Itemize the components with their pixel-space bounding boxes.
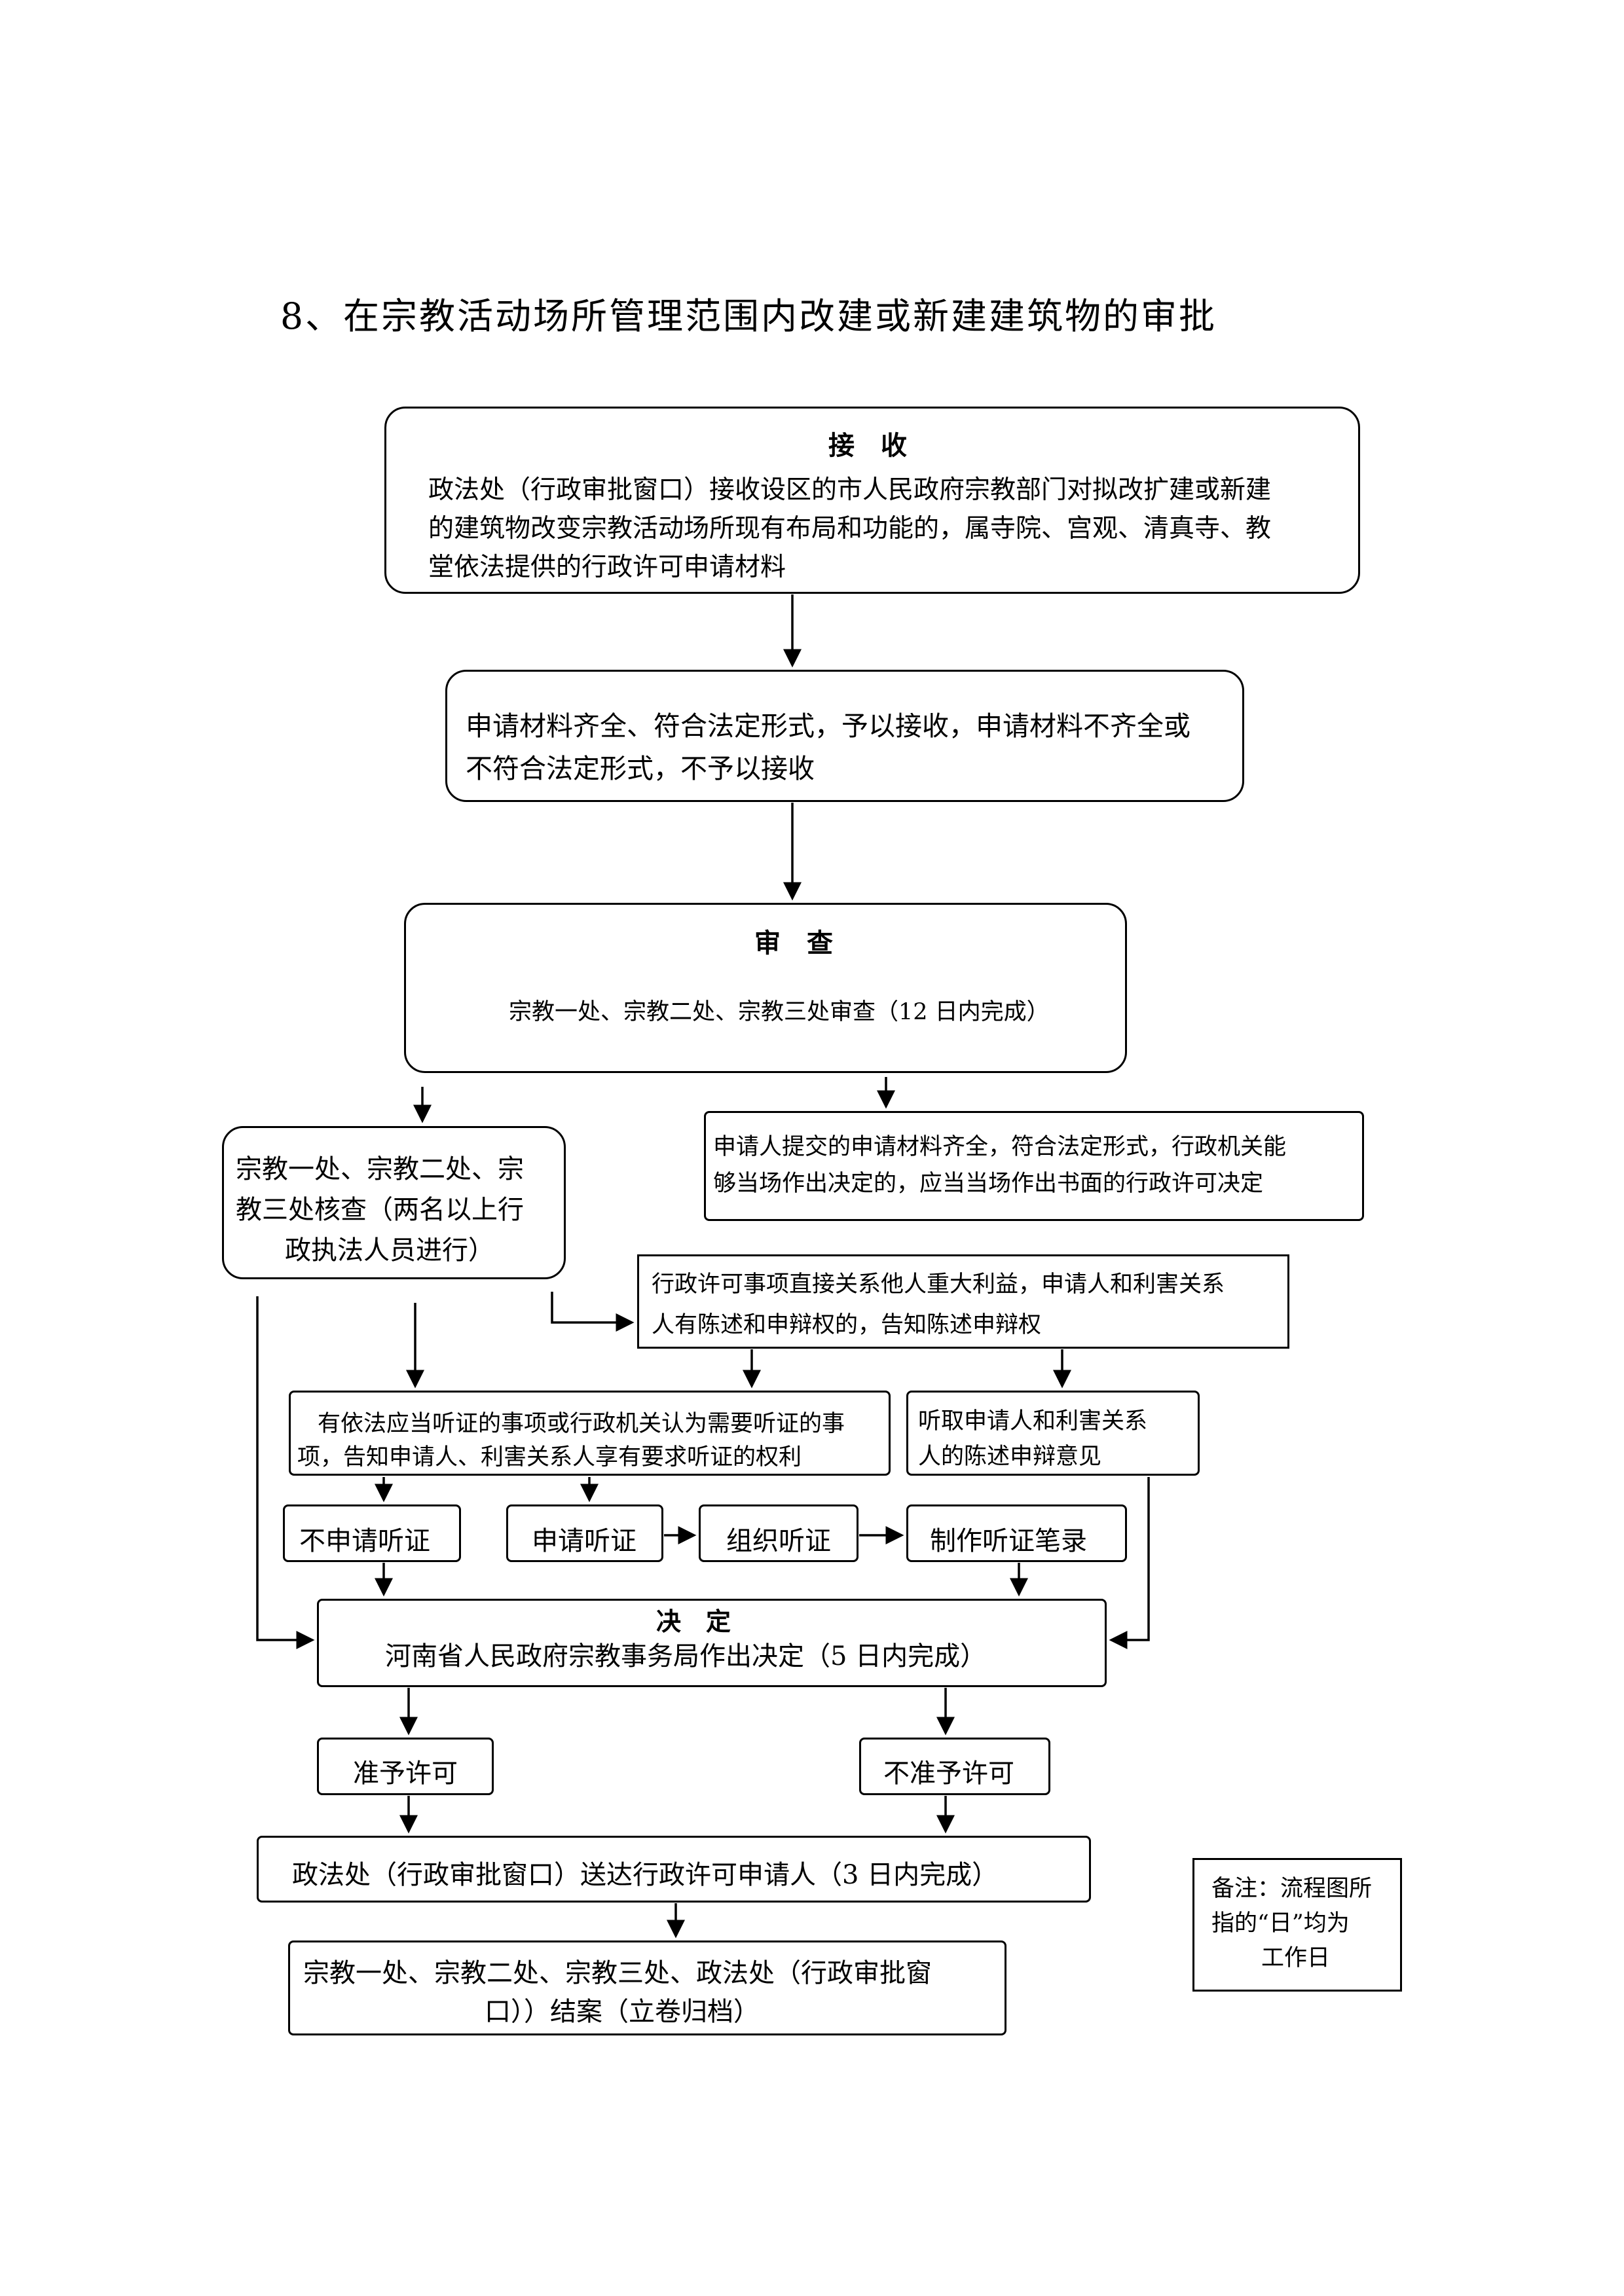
arrow-verify-to-statement [551,1292,635,1332]
note-line1: 备注：流程图所 [1211,1876,1373,1902]
arrow-listen-to-decision [1109,1477,1150,1649]
apply-hearing-box [506,1504,663,1562]
receive-text-line1: 政法处（行政审批窗口）接收设区的市人民政府宗教部门对拟改扩建或新建 [428,475,1272,505]
material-check-line1: 申请材料齐全、符合法定形式，予以接收，申请材料不齐全或 [466,710,1190,742]
listen-opinions-box [906,1391,1200,1476]
statement-rights-box [637,1254,1289,1349]
verify-line3: 政执法人员进行） [285,1235,494,1266]
hearing-notice-box [289,1391,891,1476]
hearing-notice-line1: 有依法应当听证的事项或行政机关认为需要听证的事 [318,1411,845,1437]
review-heading: 审 查 [754,928,833,958]
material-check-box [445,670,1244,802]
review-text: 宗教一处、宗教二处、宗教三处审查（12 日内完成） [509,999,1050,1025]
listen-opinions-line2: 人的陈述申辩意见 [918,1444,1102,1470]
on-site-decision-line1: 申请人提交的申请材料齐全，符合法定形式，行政机关能 [713,1134,1287,1160]
grant-label: 准予许可 [353,1758,458,1789]
material-check-line2: 不符合法定形式，不予以接收 [466,753,815,784]
receive-box [384,407,1360,594]
arrow-verify-to-decision [256,1296,315,1649]
grant-box [317,1738,494,1795]
decision-text: 河南省人民政府宗教事务局作出决定（5 日内完成） [385,1641,987,1671]
review-box [404,903,1127,1073]
close-case-box [288,1941,1006,2035]
hearing-notice-line2: 项，告知申请人、利害关系人享有要求听证的权利 [297,1444,802,1470]
statement-rights-line2: 人有陈述和申辩权的，告知陈述申辩权 [652,1312,1042,1338]
decision-box [317,1599,1107,1687]
organize-hearing-box [699,1504,858,1562]
no-hearing-label: 不申请听证 [299,1526,430,1556]
receive-text-line3: 堂依法提供的行政许可申请材料 [428,553,786,582]
on-site-decision-box [704,1111,1364,1221]
receive-text-line2: 的建筑物改变宗教活动场所现有布局和功能的，属寺院、宫观、清真寺、教 [428,514,1272,543]
hearing-record-box [906,1504,1127,1562]
note-line2: 指的“日”均为 [1211,1910,1350,1937]
organize-hearing-label: 组织听证 [726,1526,831,1556]
page-title: 8、在宗教活动场所管理范围内改建或新建建筑物的审批 [280,295,1217,337]
verify-line2: 教三处核查（两名以上行 [236,1195,524,1225]
no-hearing-box [283,1504,461,1562]
deliver-box [257,1836,1091,1903]
apply-hearing-label: 申请听证 [532,1526,637,1556]
close-case-line2: 口））结案（立卷归档） [485,1997,760,2027]
deny-label: 不准予许可 [883,1758,1014,1789]
verify-line1: 宗教一处、宗教二处、宗 [236,1154,524,1184]
receive-heading: 接 收 [828,430,907,461]
decision-heading: 决 定 [656,1607,731,1636]
close-case-line1: 宗教一处、宗教二处、宗教三处、政法处（行政审批窗 [303,1958,932,1988]
on-site-decision-line2: 够当场作出决定的，应当当场作出书面的行政许可决定 [713,1171,1264,1197]
listen-opinions-line1: 听取申请人和利害关系 [918,1408,1148,1434]
deny-box [859,1738,1050,1795]
statement-rights-line1: 行政许可事项直接关系他人重大利益，申请人和利害关系 [652,1271,1225,1298]
verify-box [222,1126,566,1279]
note-box [1192,1858,1402,1992]
note-line3: 工作日 [1261,1945,1331,1971]
hearing-record-label: 制作听证笔录 [930,1526,1087,1556]
deliver-text: 政法处（行政审批窗口）送达行政许可申请人（3 日内完成） [292,1860,999,1890]
